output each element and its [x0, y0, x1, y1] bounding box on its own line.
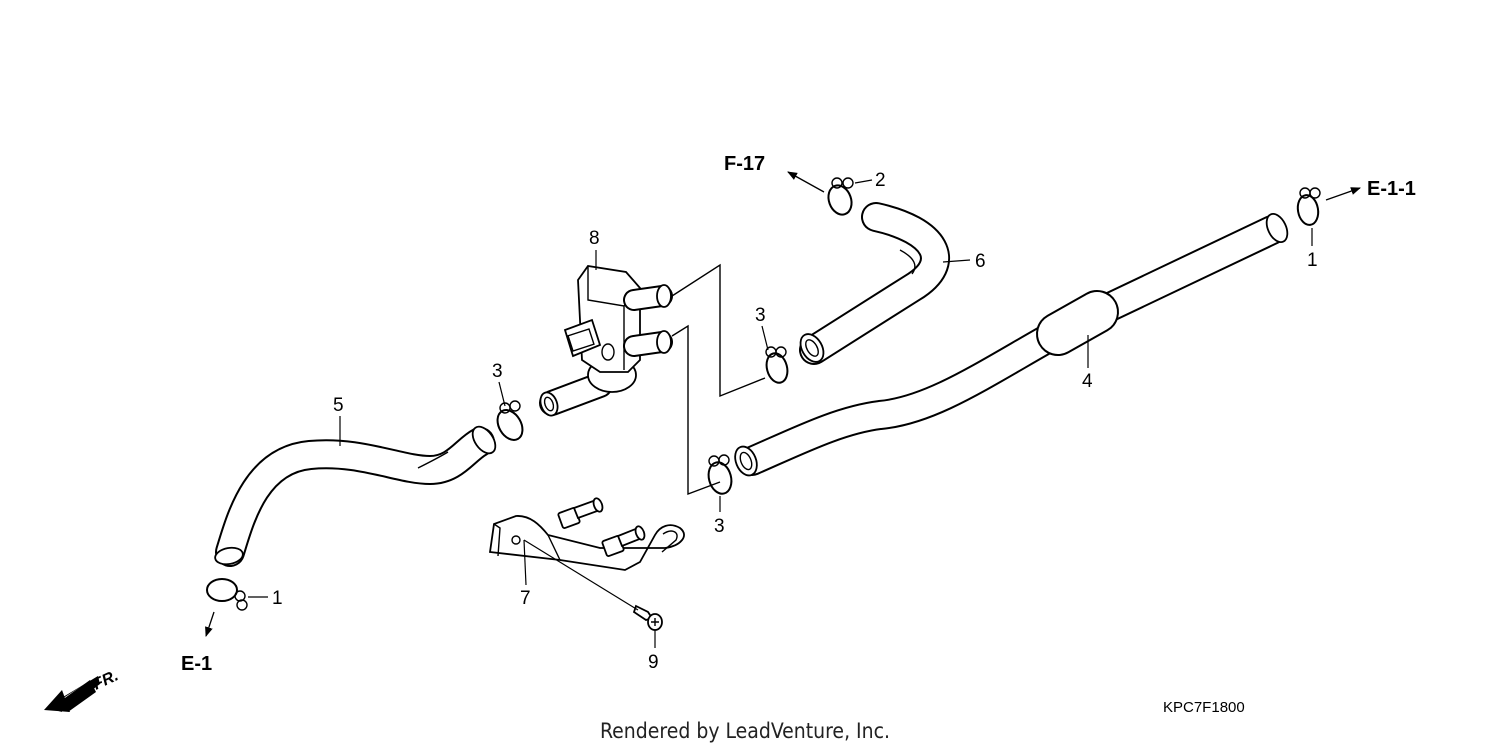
diagram-code: KPC7F1800: [1163, 699, 1245, 716]
callout-9: 9: [648, 652, 659, 673]
air-valve-8: [539, 265, 673, 417]
credit-text: Rendered by LeadVenture, Inc.: [600, 719, 890, 743]
callout-3-top: 3: [755, 305, 766, 326]
leader-lines: [248, 179, 1313, 648]
bracket-7: [488, 497, 685, 571]
hose-4: [734, 212, 1289, 477]
callout-8: 8: [589, 228, 600, 249]
clamp-3-bottom: [707, 454, 733, 495]
callout-4: 4: [1082, 371, 1093, 392]
callout-3-left: 3: [492, 361, 503, 382]
callout-3-bottom: 3: [714, 516, 725, 537]
callout-6: 6: [975, 251, 986, 272]
reference-e11: E-1-1: [1367, 178, 1416, 200]
callout-7: 7: [520, 588, 531, 609]
connection-lines: [671, 263, 766, 496]
callout-2: 2: [875, 170, 886, 191]
clamp-1-left: [206, 578, 248, 611]
clamp-3-left: [496, 400, 524, 441]
clamp-2: [827, 177, 854, 216]
callout-1-right: 1: [1307, 250, 1318, 271]
reference-f17: F-17: [724, 153, 765, 175]
front-direction-arrow: [44, 676, 100, 712]
reference-arrows: [205, 171, 1361, 637]
hose-5: [214, 425, 497, 567]
clamp-3-top: [765, 346, 789, 384]
clamp-1-right: [1296, 187, 1321, 226]
front-direction-label: FR.: [91, 667, 122, 693]
reference-e1: E-1: [181, 653, 212, 675]
callout-1-left: 1: [272, 588, 283, 609]
callout-5: 5: [333, 395, 344, 416]
hose-6: [799, 202, 950, 365]
